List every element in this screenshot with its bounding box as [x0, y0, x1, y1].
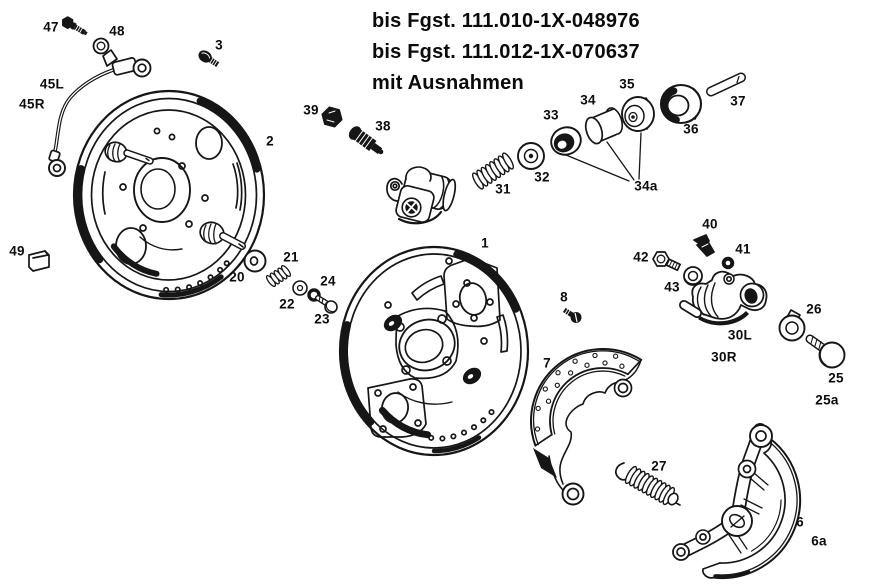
bolt-47-drawing	[62, 16, 88, 36]
cup-seal-33-drawing	[550, 126, 582, 156]
ring-41-drawing	[721, 256, 735, 270]
anchor-pin-upper-drawing	[104, 141, 154, 165]
piston-35-drawing	[621, 96, 655, 132]
wheel-cylinder-rear-drawing	[679, 270, 768, 326]
ring-43-drawing	[683, 266, 703, 286]
bleeder-40-drawing	[693, 234, 715, 257]
bleeder-valve-38-drawing	[348, 126, 384, 155]
spring-21-drawing	[265, 265, 292, 287]
boot-36-drawing	[659, 83, 703, 125]
anchor-pin-lower-drawing	[199, 221, 246, 250]
title-line-3: mit Ausnahmen	[372, 72, 524, 94]
brake-shoe-6-drawing	[672, 423, 802, 580]
screw-23-drawing	[315, 295, 338, 314]
wheel-cylinder-front-drawing	[386, 166, 457, 225]
washer-48-drawing	[92, 37, 110, 55]
title-line-1: bis Fgst. 111.010-1X-048976	[372, 10, 640, 32]
spring-31-drawing	[471, 152, 515, 190]
bolt-42-drawing	[652, 251, 681, 272]
pushrod-37-drawing	[706, 72, 746, 97]
brake-shoe-7-drawing	[530, 347, 643, 506]
bolt-25-drawing	[805, 334, 846, 369]
screw-3-drawing	[198, 50, 220, 67]
cup-seal-32-drawing	[517, 142, 545, 170]
backing-plate-1-drawing	[338, 245, 530, 457]
bleeder-cap-39-drawing	[321, 106, 343, 128]
washer-20-drawing	[243, 249, 267, 273]
screw-8-drawing	[562, 307, 582, 324]
leader-lines-34a	[565, 132, 642, 182]
backing-plate-2-drawing	[72, 89, 266, 301]
brake-line-45-drawing	[48, 49, 152, 177]
tab-washer-26-drawing	[778, 309, 806, 342]
title-block: bis Fgst. 111.010-1X-048976 bis Fgst. 111…	[372, 6, 640, 99]
clip-49-drawing	[28, 250, 50, 272]
piston-34-drawing	[584, 107, 624, 145]
washer-22-drawing	[292, 280, 308, 296]
title-line-2: bis Fgst. 111.012-1X-070637	[372, 41, 640, 63]
return-spring-27-drawing	[614, 462, 681, 506]
